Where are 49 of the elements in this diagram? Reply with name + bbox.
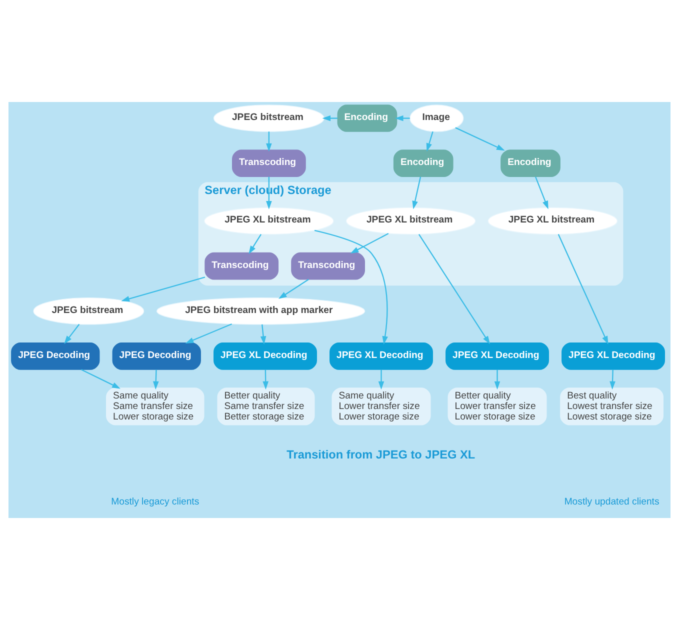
node-box: Transcoding bbox=[232, 149, 306, 176]
node-box: JPEG XL Decoding bbox=[446, 342, 549, 370]
node-box: Encoding bbox=[393, 149, 454, 176]
node-box: Transcoding bbox=[291, 252, 365, 280]
node-box: Transcoding bbox=[204, 252, 279, 280]
arrow bbox=[350, 232, 389, 254]
label: Mostly legacy clients bbox=[111, 496, 200, 507]
node-ellipse: JPEG XL bitstream bbox=[204, 206, 334, 234]
arrow bbox=[455, 126, 505, 150]
arrow bbox=[278, 278, 309, 298]
node-box: JPEG XL Decoding bbox=[330, 342, 433, 370]
arrow bbox=[185, 322, 232, 343]
arrow bbox=[64, 323, 80, 344]
arrow bbox=[610, 369, 616, 390]
node-box: JPEG Decoding bbox=[11, 342, 100, 370]
node-ellipse: JPEG XL bitstream bbox=[346, 206, 476, 234]
node-ellipse: Image bbox=[410, 104, 464, 132]
node-box: Better quality Same transfer size Better storage size bbox=[217, 387, 315, 425]
arrow bbox=[412, 176, 422, 209]
node-box: Encoding bbox=[500, 149, 560, 176]
node-box: JPEG XL Decoding bbox=[214, 342, 317, 370]
node-box: JPEG XL Decoding bbox=[562, 342, 665, 370]
arrow bbox=[81, 368, 120, 388]
arrow bbox=[248, 234, 262, 254]
arrow bbox=[314, 229, 388, 344]
node-box: Best quality Lowest transfer size Lowest storage size bbox=[560, 387, 664, 425]
arrow bbox=[426, 130, 434, 152]
node-box: JPEG Decoding bbox=[112, 342, 201, 370]
arrow bbox=[418, 233, 490, 344]
arrow bbox=[266, 131, 272, 152]
arrow bbox=[262, 369, 268, 390]
label: Transition from JPEG to JPEG XL bbox=[286, 447, 476, 462]
node-ellipse: JPEG bitstream with app marker bbox=[156, 296, 366, 324]
arrow bbox=[322, 114, 338, 121]
node-box: Same quality Lower transfer size Lower storage size bbox=[332, 387, 431, 425]
label: Mostly updated clients bbox=[564, 496, 660, 507]
arrow bbox=[494, 369, 500, 390]
arrow bbox=[534, 176, 548, 209]
node-box: Same quality Same transfer size Lower storage size bbox=[106, 387, 204, 425]
node-ellipse: JPEG bitstream bbox=[213, 104, 324, 132]
node-box: Better quality Lower transfer size Lower storage size bbox=[448, 387, 547, 425]
arrow bbox=[378, 369, 384, 390]
arrow bbox=[260, 324, 266, 344]
arrow bbox=[152, 369, 159, 390]
node-ellipse: JPEG XL bitstream bbox=[488, 206, 618, 234]
node-box: Encoding bbox=[337, 104, 398, 132]
arrow bbox=[395, 114, 410, 121]
arrow bbox=[558, 234, 608, 344]
arrow bbox=[121, 276, 206, 302]
